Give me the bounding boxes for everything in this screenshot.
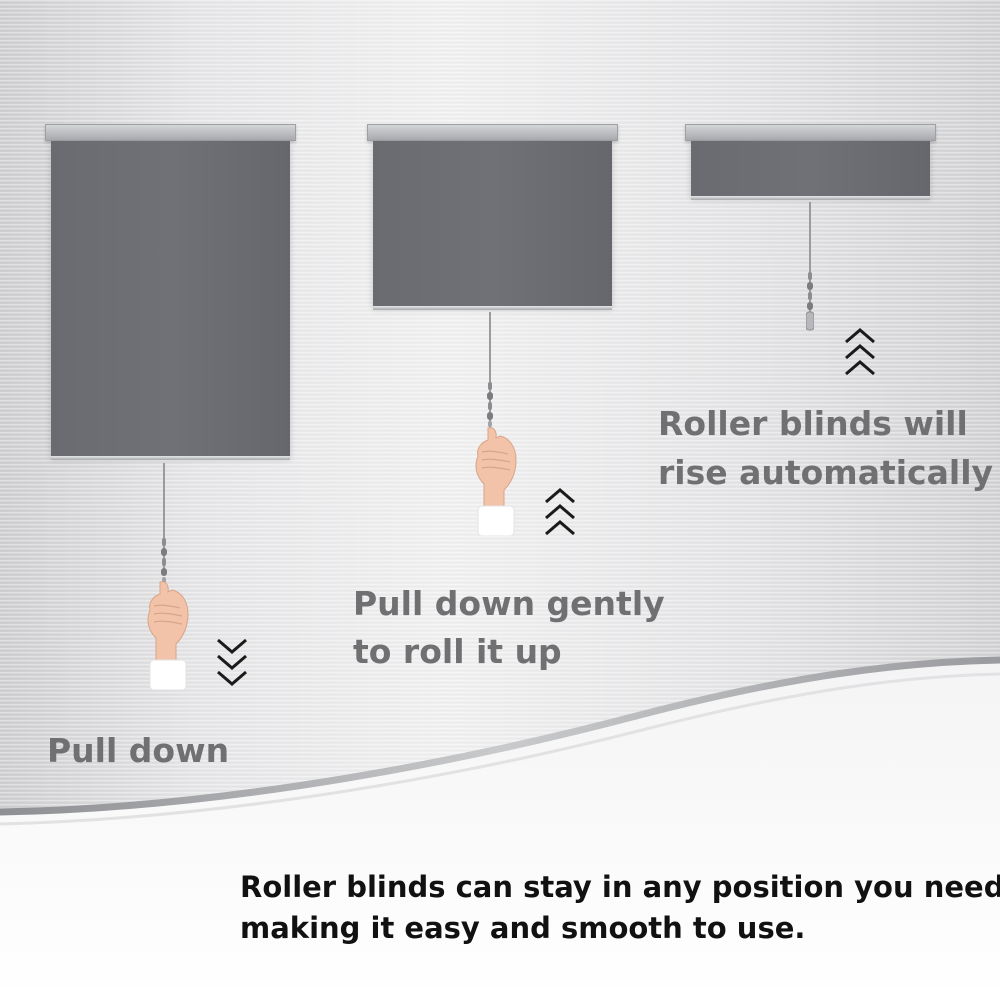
roller-blind-rolled-up bbox=[685, 124, 936, 204]
blind-headrail bbox=[367, 124, 618, 141]
chevron-up-icon bbox=[545, 488, 575, 536]
blind-bottom-bar bbox=[691, 196, 930, 200]
blind-fabric bbox=[373, 141, 612, 306]
hand-icon bbox=[147, 581, 189, 690]
blind-bottom-bar bbox=[373, 306, 612, 310]
pull-cord bbox=[489, 312, 491, 430]
cord-connector bbox=[806, 272, 814, 331]
roller-blind-fully-down bbox=[45, 124, 296, 464]
blind-headrail bbox=[685, 124, 936, 141]
label-pull-gently-line2: to roll it up bbox=[353, 632, 562, 671]
caption-line1: Roller blinds can stay in any position y… bbox=[240, 870, 1000, 904]
chevron-up-icon bbox=[845, 328, 875, 376]
label-pull-gently-line1: Pull down gently bbox=[353, 584, 665, 623]
cord-connector bbox=[487, 382, 493, 427]
blind-headrail bbox=[45, 124, 296, 141]
chevron-down-icon bbox=[217, 638, 247, 686]
cord-connector bbox=[161, 538, 167, 583]
label-pull-down: Pull down bbox=[47, 731, 230, 770]
blind-fabric bbox=[51, 141, 290, 456]
caption-line2: making it easy and smooth to use. bbox=[240, 911, 806, 945]
label-rise-line2: rise automatically bbox=[658, 453, 994, 492]
blind-fabric bbox=[691, 141, 930, 196]
blind-bottom-bar bbox=[51, 456, 290, 460]
hand-icon bbox=[475, 427, 517, 536]
label-rise-line1: Roller blinds will bbox=[658, 404, 968, 443]
roller-blind-half-down bbox=[367, 124, 618, 314]
pull-cord bbox=[809, 202, 811, 312]
pull-cord bbox=[163, 463, 165, 575]
